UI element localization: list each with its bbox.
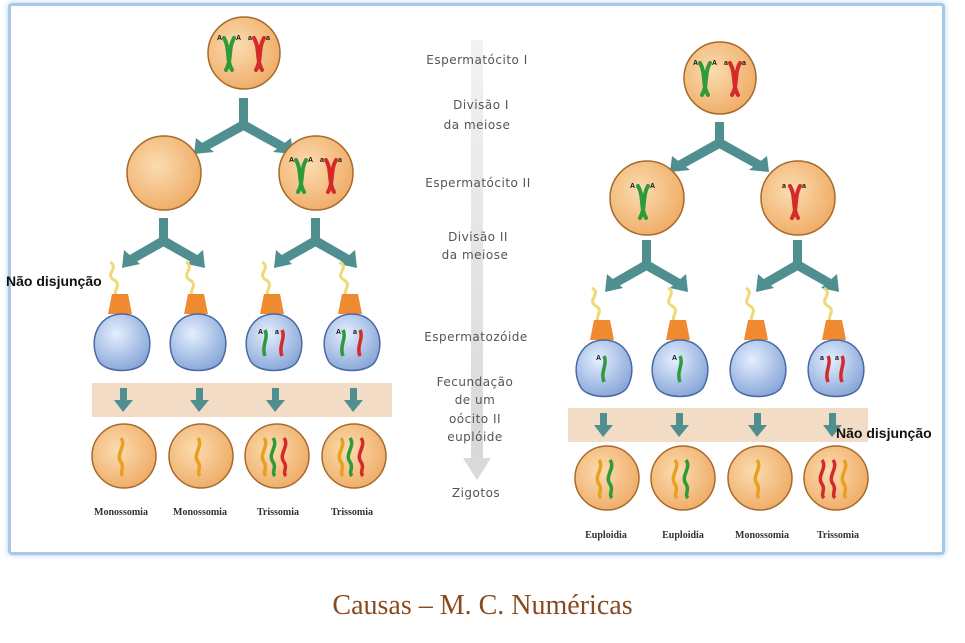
- stage-spermatozoid: Espermatozóide: [424, 330, 528, 344]
- svg-text:a: a: [353, 329, 357, 336]
- division-arrow-right-1: [670, 122, 769, 172]
- zygote-left-1: [91, 423, 157, 489]
- svg-text:A: A: [630, 183, 635, 190]
- sperm-right-4: a a: [807, 286, 865, 398]
- svg-text:A: A: [336, 329, 341, 336]
- spermatocyte-2-left-empty: [126, 135, 202, 211]
- sperm-right-3: [729, 286, 787, 398]
- zygote-right-2: [650, 445, 716, 511]
- result-left-3: Trissomia: [257, 507, 299, 518]
- right-panel: A A a a A A a a: [574, 41, 869, 541]
- fertilization-band-left: [92, 383, 392, 417]
- svg-text:A: A: [672, 355, 677, 362]
- stage-division-1-l2: da meiose: [444, 118, 511, 132]
- nondisjunction-label-right: Não disjunção: [836, 425, 932, 441]
- slide-caption: Causas – M. C. Numéricas: [332, 590, 633, 621]
- sperm-left-1: [93, 260, 151, 372]
- sperm-left-4: A a: [323, 260, 381, 372]
- division-arrow-left-1: [194, 98, 293, 154]
- fertilization-arrows-right: [594, 413, 842, 437]
- stage-labels: Espermatócito I Divisão I da meiose Espe…: [424, 53, 531, 500]
- stage-fertilization-l1: Fecundação: [437, 375, 514, 389]
- result-right-1: Euploidia: [585, 530, 627, 541]
- svg-text:A: A: [217, 35, 222, 42]
- sperm-right-1: A: [575, 286, 633, 398]
- svg-text:a: a: [248, 35, 252, 42]
- svg-text:a: a: [820, 355, 824, 362]
- svg-text:a: a: [338, 157, 342, 164]
- result-left-4: Trissomia: [331, 507, 373, 518]
- svg-text:A: A: [308, 157, 313, 164]
- svg-text:A: A: [236, 35, 241, 42]
- svg-text:a: a: [724, 60, 728, 67]
- meiosis-nondisjunction-diagram: Espermatócito I Divisão I da meiose Espe…: [6, 16, 932, 541]
- stage-division-1-l1: Divisão I: [453, 98, 509, 112]
- stage-division-2-l1: Divisão II: [448, 230, 508, 244]
- division-arrow-left-2a: [122, 218, 205, 268]
- result-left-2: Monossomia: [173, 507, 227, 518]
- stage-fertilization-l2: de um: [455, 393, 496, 407]
- svg-text:A: A: [258, 329, 263, 336]
- division-arrow-right-2a: [605, 240, 688, 292]
- fertilization-arrows-left: [114, 388, 363, 412]
- result-right-4: Trissomia: [817, 530, 859, 541]
- zygote-left-3: [244, 423, 310, 489]
- svg-text:A: A: [712, 60, 717, 67]
- svg-text:a: a: [742, 60, 746, 67]
- svg-text:a: a: [802, 183, 806, 190]
- chromosome-pair-red: [252, 36, 266, 72]
- stage-fertilization-l4: euplóide: [447, 430, 503, 444]
- zygote-left-2: [168, 423, 234, 489]
- svg-text:A: A: [289, 157, 294, 164]
- svg-text:A: A: [650, 183, 655, 190]
- zygote-right-4: [803, 445, 869, 511]
- spermatocyte-1-right: A A a a: [683, 41, 757, 115]
- zygote-right-1: [574, 445, 640, 511]
- center-progress-arrow: [463, 40, 491, 480]
- stage-spermatocyte-2: Espermatócito II: [425, 176, 531, 190]
- sperm-left-3: A a: [245, 260, 303, 372]
- spermatocyte-1-left: A A a a: [207, 16, 281, 90]
- sperm-right-2: A: [651, 286, 709, 398]
- result-right-3: Monossomia: [735, 530, 789, 541]
- fertilization-band-right: [568, 408, 868, 442]
- stage-spermatocyte-1: Espermatócito I: [426, 53, 527, 67]
- svg-text:a: a: [266, 35, 270, 42]
- division-arrow-left-2b: [274, 218, 357, 268]
- zygote-left-4: [321, 423, 387, 489]
- svg-text:a: a: [320, 157, 324, 164]
- stage-fertilization-l3: oócito II: [449, 412, 501, 426]
- result-right-2: Euploidia: [662, 530, 704, 541]
- svg-text:a: a: [782, 183, 786, 190]
- svg-text:a: a: [275, 329, 279, 336]
- sperm-left-2: [169, 260, 227, 372]
- svg-text:A: A: [693, 60, 698, 67]
- stage-zygotes: Zigotos: [452, 486, 500, 500]
- division-arrow-right-2b: [756, 240, 839, 292]
- nondisjunction-label-left: Não disjunção: [6, 273, 102, 289]
- left-panel: A A a a A A: [91, 16, 387, 518]
- spermatocyte-2-left-full: A A a a: [278, 135, 354, 211]
- spermatocyte-2-right-recessive: a a: [760, 160, 836, 236]
- zygote-right-3: [727, 445, 793, 511]
- result-left-1: Monossomia: [94, 507, 148, 518]
- svg-text:A: A: [596, 355, 601, 362]
- svg-text:a: a: [835, 355, 839, 362]
- spermatocyte-2-right-dominant: A A: [609, 160, 685, 236]
- chromosome-pair-green: [222, 36, 236, 72]
- stage-division-2-l2: da meiose: [442, 248, 509, 262]
